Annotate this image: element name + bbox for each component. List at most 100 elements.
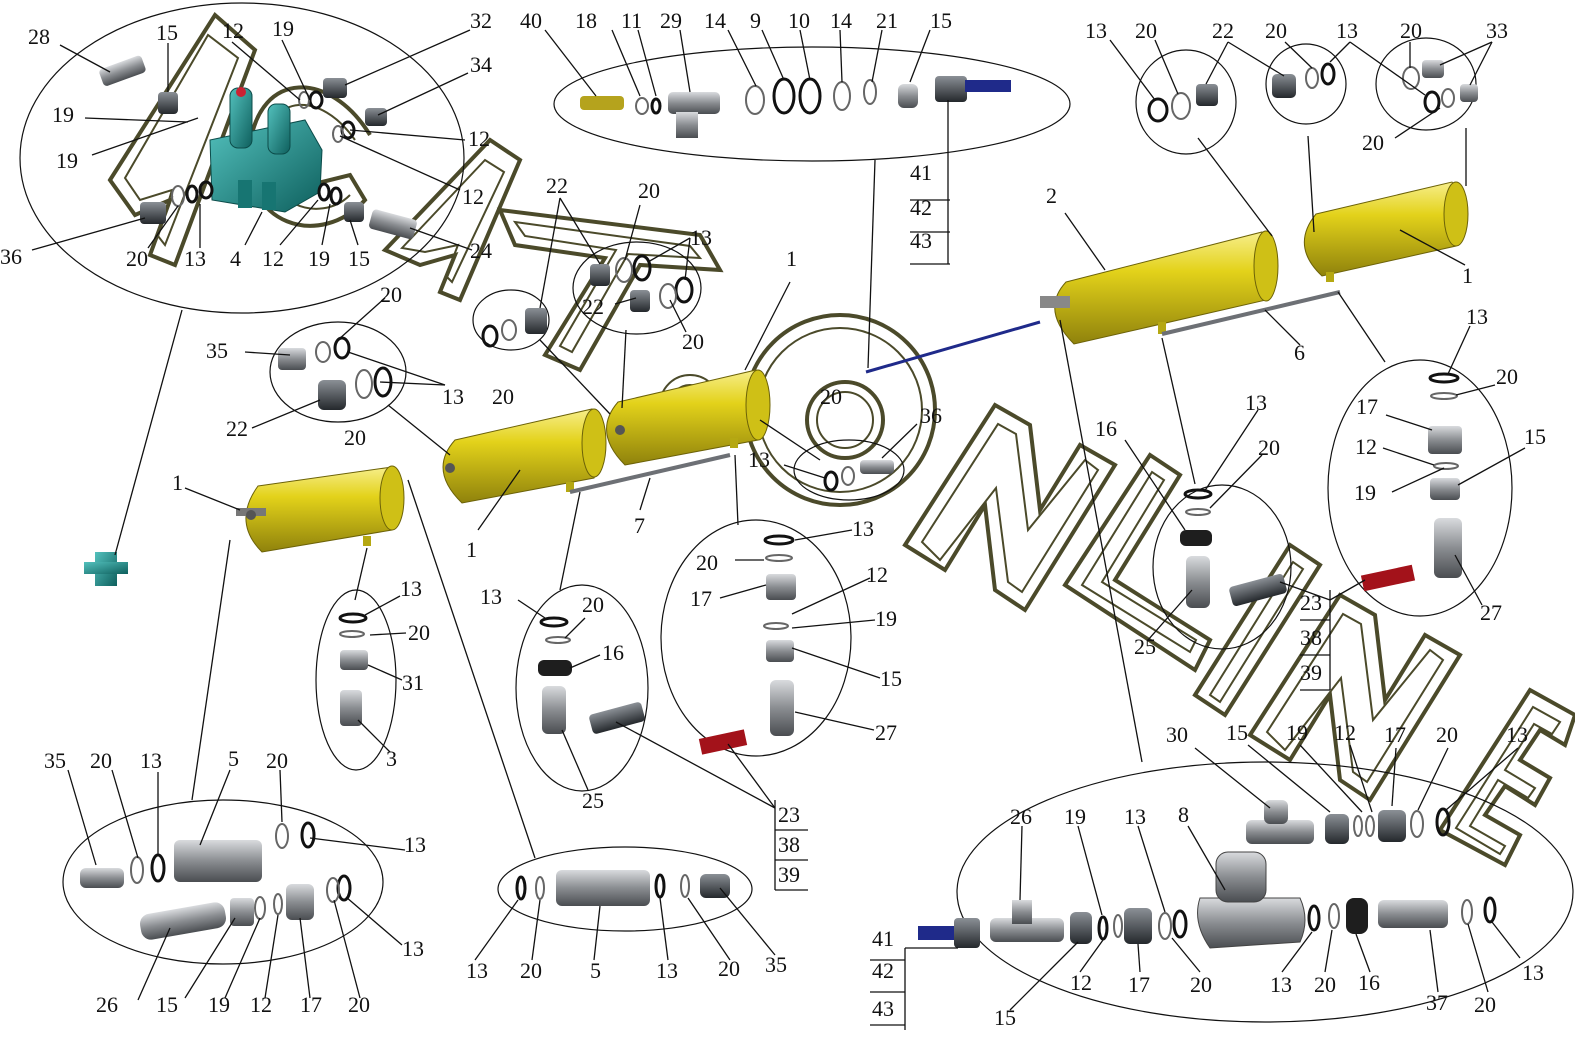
- part-label: 29: [660, 8, 682, 33]
- part-label: 17: [1384, 722, 1406, 747]
- part-label: 20: [408, 620, 430, 645]
- part-label: 15: [994, 1005, 1016, 1030]
- part-label: 16: [602, 640, 624, 665]
- part-label: 23: [778, 802, 800, 827]
- part-label: 19: [208, 992, 230, 1017]
- part-label: 7: [634, 513, 645, 538]
- pipes: [569, 290, 1341, 494]
- part-label: 15: [880, 666, 902, 691]
- part-label: 3: [386, 746, 397, 771]
- part-label: 12: [462, 184, 484, 209]
- part-label: 12: [1355, 434, 1377, 459]
- part-label: 20: [638, 178, 660, 203]
- part-label: 9: [750, 8, 761, 33]
- part-label: 13: [690, 225, 712, 250]
- part-label: 38: [1300, 625, 1322, 650]
- part-label: 20: [1258, 435, 1280, 460]
- part-label: 26: [96, 992, 118, 1017]
- part-label: 20: [718, 956, 740, 981]
- part-label: 13: [1245, 390, 1267, 415]
- bubble-valve-assembly: [19, 2, 465, 314]
- part-label: 22: [546, 173, 568, 198]
- part-label: 15: [1524, 424, 1546, 449]
- part-label: 6: [1294, 340, 1305, 365]
- part-label: 35: [765, 952, 787, 977]
- part-label: 13: [1506, 722, 1528, 747]
- part-label: 20: [344, 425, 366, 450]
- part-label: 23: [1300, 590, 1322, 615]
- part-label: 17: [1356, 394, 1378, 419]
- receiver-tank-2: [1040, 230, 1279, 345]
- part-label: 13: [1336, 18, 1358, 43]
- part-label: 15: [348, 246, 370, 271]
- part-label: 27: [875, 720, 897, 745]
- part-label: 13: [656, 958, 678, 983]
- air-tanks: [236, 181, 1469, 553]
- part-label: 20: [266, 748, 288, 773]
- receiver-tank-1a: [236, 465, 405, 553]
- part-label: 20: [682, 329, 704, 354]
- part-label: 22: [1212, 18, 1234, 43]
- part-label: 13: [1085, 18, 1107, 43]
- rings: [130, 62, 1497, 941]
- part-label: 13: [748, 447, 770, 472]
- part-label: 19: [308, 246, 330, 271]
- receiver-tank-1b: [442, 408, 607, 504]
- part-label: 14: [704, 8, 726, 33]
- part-label: 16: [1358, 970, 1380, 995]
- part-label: 20: [1314, 972, 1336, 997]
- part-label: 27: [1480, 600, 1502, 625]
- part-label: 20: [1135, 18, 1157, 43]
- part-label: 20: [492, 384, 514, 409]
- part-label: 12: [1334, 720, 1356, 745]
- part-label: 17: [1128, 972, 1150, 997]
- part-label: 20: [1436, 722, 1458, 747]
- part-label: 13: [1466, 304, 1488, 329]
- part-label: 41: [910, 160, 932, 185]
- part-label: 12: [866, 562, 888, 587]
- part-label: 21: [876, 8, 898, 33]
- part-label: 17: [690, 586, 712, 611]
- part-label: 5: [228, 746, 239, 771]
- part-label: 13: [1270, 972, 1292, 997]
- callout-bubbles: [19, 2, 1574, 1023]
- bubble-top-fittings: [553, 46, 1071, 162]
- part-label: 42: [872, 958, 894, 983]
- part-label: 19: [1354, 480, 1376, 505]
- part-label: 13: [1522, 960, 1544, 985]
- part-label: 12: [1070, 970, 1092, 995]
- part-label: 30: [1166, 722, 1188, 747]
- part-label: 19: [56, 148, 78, 173]
- part-label: 12: [262, 246, 284, 271]
- fittings: [80, 55, 1478, 949]
- part-label: 1: [1462, 263, 1473, 288]
- part-label: 20: [696, 550, 718, 575]
- part-label: 38: [778, 832, 800, 857]
- part-label: 15: [1226, 720, 1248, 745]
- part-label: 33: [1486, 18, 1508, 43]
- part-label: 28: [28, 24, 50, 49]
- part-label: 13: [184, 246, 206, 271]
- part-label: 19: [1064, 804, 1086, 829]
- part-label: 34: [470, 52, 492, 77]
- part-label: 12: [468, 126, 490, 151]
- part-label: 19: [1286, 720, 1308, 745]
- part-label: 43: [872, 996, 894, 1021]
- part-label: 22: [226, 416, 248, 441]
- part-label: 22: [582, 294, 604, 319]
- part-label: 24: [470, 238, 492, 263]
- part-label: 20: [1362, 130, 1384, 155]
- part-label: 16: [1095, 416, 1117, 441]
- part-label: 15: [156, 992, 178, 1017]
- part-label: 37: [1426, 990, 1448, 1015]
- part-label: 42: [910, 195, 932, 220]
- part-label: 17: [300, 992, 322, 1017]
- part-label: 20: [90, 748, 112, 773]
- part-label: 20: [126, 246, 148, 271]
- part-label: 19: [272, 16, 294, 41]
- part-label: 41: [872, 926, 894, 951]
- part-label: 20: [820, 384, 842, 409]
- part-label: 35: [44, 748, 66, 773]
